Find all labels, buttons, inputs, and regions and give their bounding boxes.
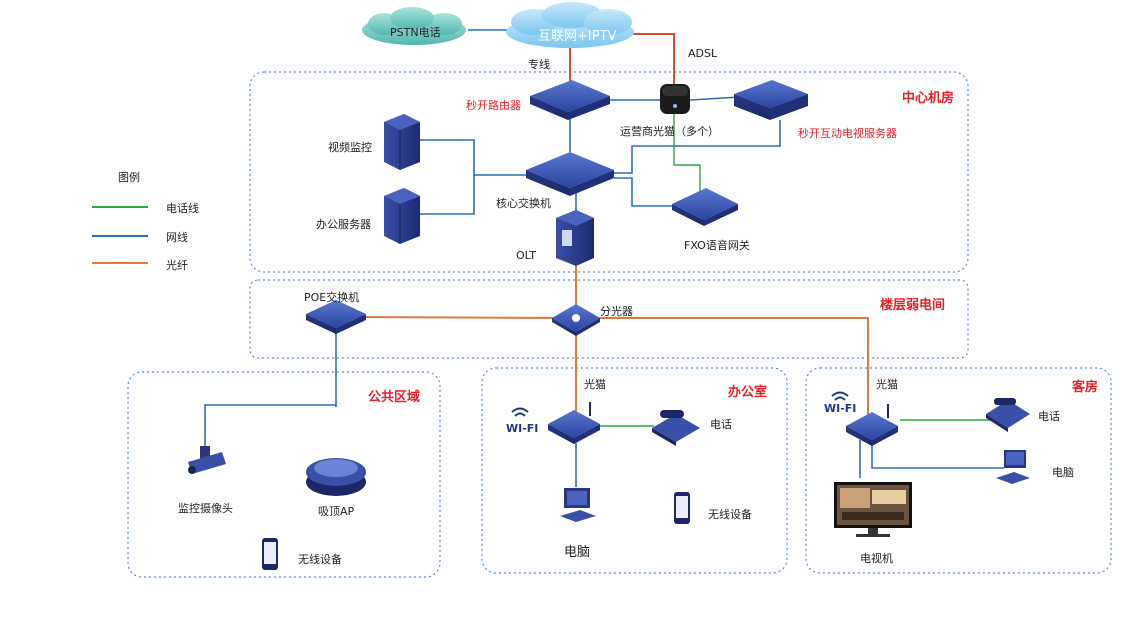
fxo-gateway-label: FXO语音网关 — [684, 239, 750, 252]
office-mobile-icon — [674, 492, 690, 524]
video-monitor-label: 视频监控 — [328, 141, 372, 154]
public-mobile-icon — [262, 538, 278, 570]
iptv-server-icon — [734, 80, 808, 120]
eth-core-fxo — [614, 177, 672, 207]
iptv-server-label: 秒开互动电视服务器 — [798, 127, 897, 140]
video-monitor-server-icon — [384, 114, 420, 170]
office-pc-label: 电脑 — [564, 545, 591, 560]
olt-icon — [556, 210, 594, 266]
eth-public-branch — [204, 404, 336, 448]
ceiling-ap-label: 吸顶AP — [318, 505, 355, 518]
camera-icon — [188, 446, 226, 474]
fxo-gateway-icon — [672, 188, 738, 226]
olt-label: OLT — [516, 249, 536, 262]
internet-cloud-label: 互联网+IPTV — [538, 29, 617, 44]
fiber-splitter-poe — [351, 316, 561, 319]
guest-ont-icon — [846, 404, 898, 446]
core-switch-icon — [526, 152, 614, 196]
guest-pc-icon — [996, 450, 1030, 484]
poe-switch-label: POE交换机 — [304, 291, 360, 304]
guest-phone-icon — [986, 398, 1030, 432]
office-server-icon — [384, 188, 420, 244]
eth-ont-iptv — [689, 96, 741, 101]
guest-phone-label: 电话 — [1038, 410, 1060, 423]
fiber-splitter-guest — [594, 317, 869, 420]
phone-ont-fxo — [673, 112, 701, 192]
splitter-icon — [552, 304, 600, 336]
guest-tv-label: 电视机 — [860, 552, 893, 565]
office-server-label: 办公服务器 — [316, 218, 371, 231]
guest-pc-label: 电脑 — [1052, 466, 1074, 479]
office-wireless-label: 无线设备 — [708, 508, 752, 521]
core-switch-label: 核心交换机 — [496, 197, 551, 210]
office-phone-icon — [652, 410, 700, 446]
zone-title-public: 公共区域 — [368, 390, 421, 405]
legend-item-fiber: 光纤 — [166, 259, 188, 272]
guest-ont-label: 光猫 — [876, 378, 898, 391]
zone-title-center: 中心机房 — [902, 91, 955, 106]
guest-wifi-label: WI-FI — [824, 402, 857, 415]
phone-lines — [600, 112, 990, 427]
operator-ont-icon — [660, 84, 690, 114]
zone-title-office: 办公室 — [728, 385, 768, 400]
zone-title-guest: 客房 — [1072, 380, 1099, 395]
office-pc-icon — [560, 488, 596, 522]
zone-floor-border — [249, 279, 969, 359]
ceiling-ap-icon — [306, 458, 366, 496]
eth-video-core — [420, 139, 526, 176]
fiber-internet-ont — [620, 33, 675, 85]
office-wifi-label: WI-FI — [506, 422, 539, 435]
office-ont-icon — [548, 402, 600, 444]
internet-cloud-shape — [506, 2, 634, 48]
eth-office-core — [420, 175, 475, 215]
legend-title: 图例 — [118, 171, 140, 184]
eth-guest-pc — [871, 440, 1004, 469]
office-ont-label: 光猫 — [584, 378, 606, 391]
router-icon — [530, 80, 610, 120]
dedicated-line-label: 专线 — [528, 58, 550, 71]
legend-item-phone: 电话线 — [166, 202, 199, 215]
legend-item-ethernet: 网线 — [166, 231, 188, 244]
ethernet-lines — [204, 29, 1004, 487]
office-phone-label: 电话 — [710, 418, 732, 431]
camera-label: 监控摄像头 — [178, 502, 233, 515]
zone-public-border — [127, 371, 441, 578]
eth-core-iptv — [614, 120, 781, 174]
pstn-cloud-shape — [362, 7, 466, 45]
adsl-label: ADSL — [688, 47, 718, 60]
router-label: 秒开路由器 — [466, 99, 521, 112]
guest-wifi-icon — [831, 391, 849, 401]
public-wireless-label: 无线设备 — [298, 553, 342, 566]
zone-office-border — [481, 367, 788, 574]
pstn-cloud-label: PSTN电话 — [390, 26, 441, 39]
zone-title-floor: 楼层弱电间 — [880, 298, 946, 313]
office-wifi-icon — [511, 407, 529, 417]
splitter-label: 分光器 — [600, 305, 633, 318]
zone-center-border — [249, 71, 969, 273]
poe-switch-icon — [306, 300, 366, 334]
fiber-lines — [351, 262, 869, 420]
zone-guest-border — [805, 367, 1112, 574]
fiber-upstream — [569, 33, 675, 85]
guest-tv-icon — [834, 482, 912, 537]
operator-ont-label: 运营商光猫（多个） — [620, 125, 719, 138]
